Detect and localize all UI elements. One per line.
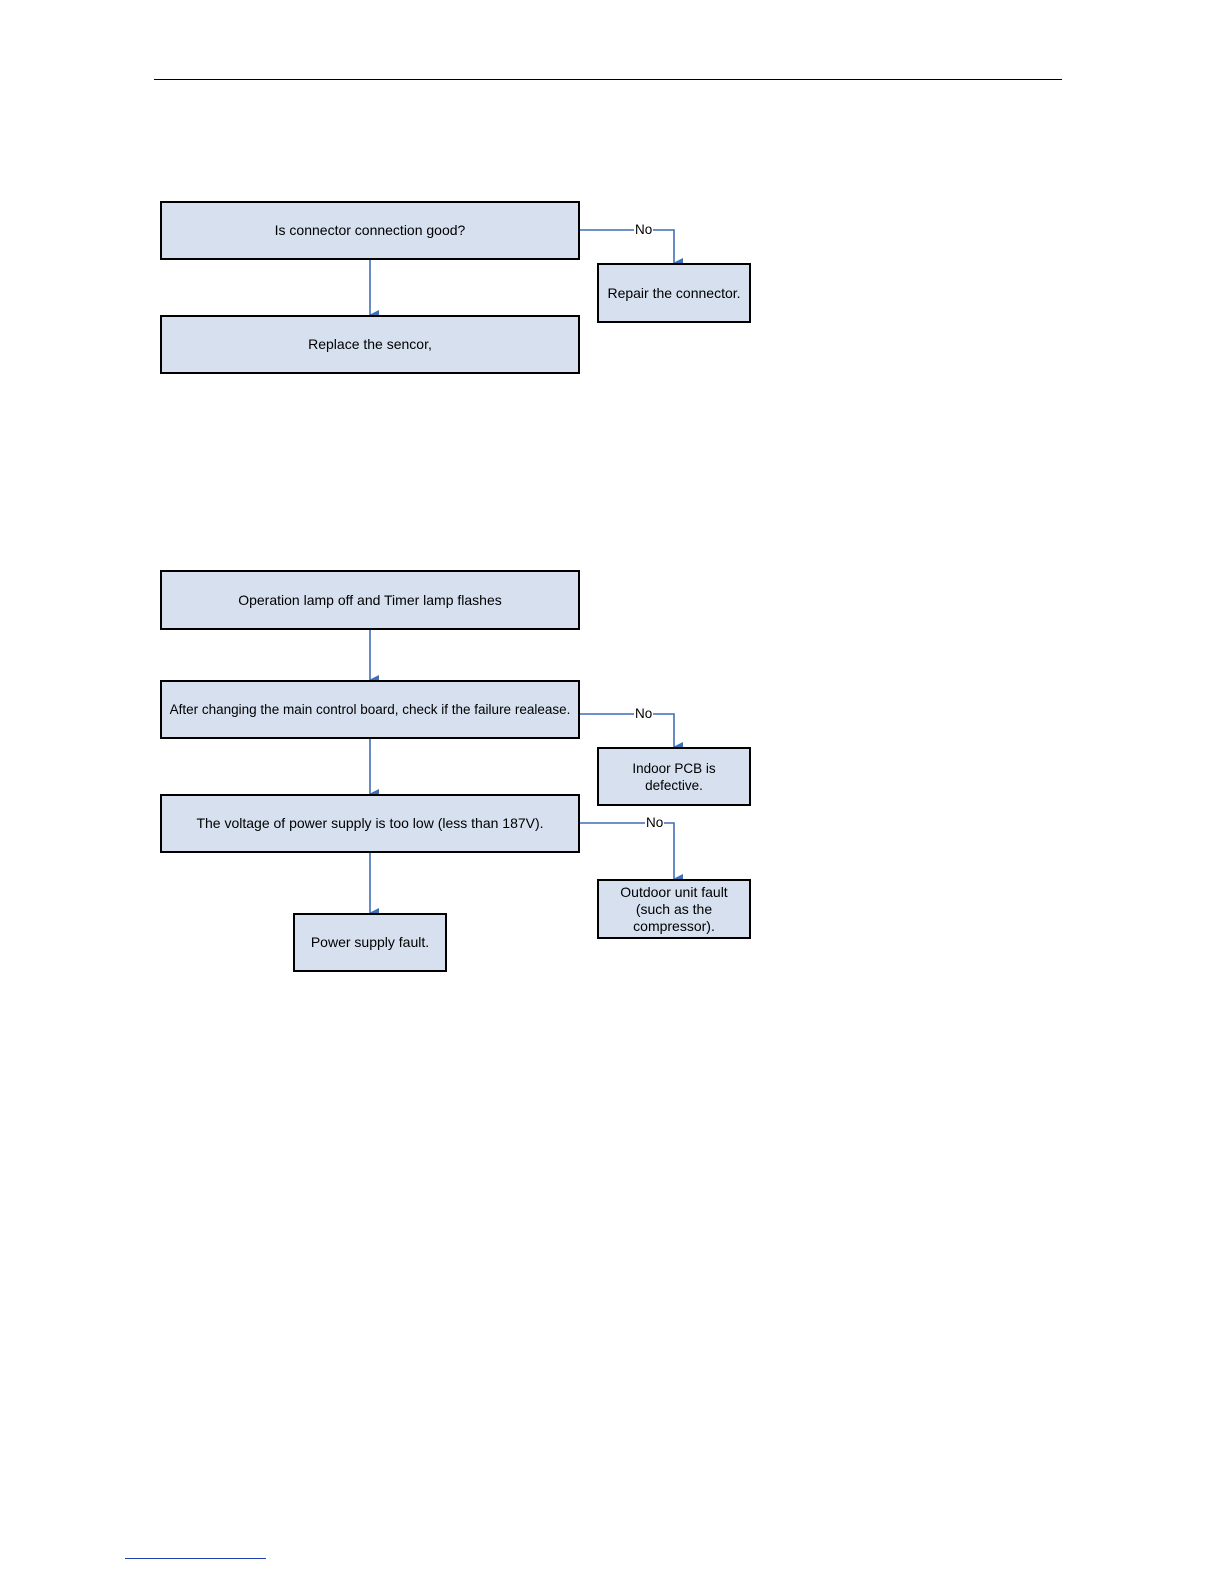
start-symptom: Operation lamp off and Timer lamp flashe… bbox=[160, 570, 580, 630]
connector-d1-no bbox=[579, 229, 683, 268]
no-label-d2-q2: No bbox=[645, 815, 665, 830]
decision-connector-connection: Is connector connection good? bbox=[160, 201, 580, 260]
decision-main-board: After changing the main control board, c… bbox=[160, 680, 580, 739]
result-indoor-pcb: Indoor PCB is defective. bbox=[597, 747, 751, 806]
no-label-d2-q1: No bbox=[634, 706, 654, 721]
decision-voltage: The voltage of power supply is too low (… bbox=[160, 794, 580, 853]
result-power-supply: Power supply fault. bbox=[293, 913, 447, 972]
action-replace-sensor: Replace the sencor, bbox=[160, 315, 580, 374]
connector-d2-q2-no bbox=[579, 822, 683, 884]
header-rule bbox=[154, 79, 1062, 80]
connector-d2-q1-no bbox=[579, 713, 683, 752]
footer-rule bbox=[125, 1558, 266, 1559]
no-label-d1: No bbox=[634, 222, 654, 237]
result-outdoor-unit: Outdoor unit fault (such as the compress… bbox=[597, 879, 751, 939]
action-repair-connector: Repair the connector. bbox=[597, 263, 751, 323]
